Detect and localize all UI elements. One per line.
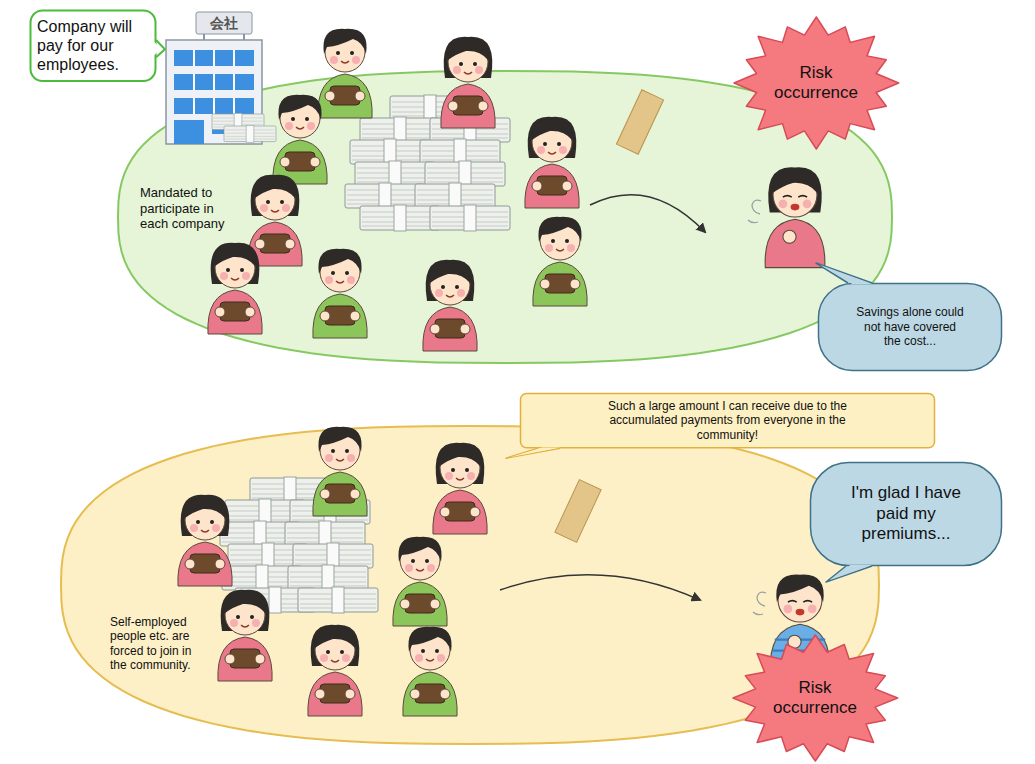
participants: [178, 427, 487, 716]
insured-person: [770, 575, 830, 673]
sign-text: 会社: [210, 15, 238, 32]
money-pile: [360, 117, 440, 143]
thought-bubble: I'm glad I have paid my premiums...: [810, 462, 1002, 566]
participants: [273, 95, 327, 184]
bubble-tail-fill: [830, 565, 873, 580]
office-building: [203, 34, 205, 40]
participants: [313, 427, 367, 516]
office-building: [196, 12, 252, 34]
risk-starburst-text: Risk occurrence: [765, 678, 865, 719]
office-building: [194, 50, 234, 114]
thought-bubble: Savings alone could not have covered the…: [818, 283, 1002, 371]
money-pile: [298, 587, 378, 613]
participants: [525, 117, 579, 208]
sigh-mark: [748, 200, 766, 615]
risk-starburst: Risk occurrence: [732, 634, 899, 762]
payout-arrow: [500, 195, 705, 600]
sigh-mark: [753, 592, 766, 615]
speech-box: Company will pay for our employees.: [30, 10, 156, 82]
participants: [218, 590, 272, 681]
office-building: [166, 12, 276, 144]
office-building: [224, 125, 276, 142]
bubble-body: [819, 284, 1002, 371]
participants: [178, 495, 232, 586]
bubble-tail-fill: [154, 41, 162, 55]
payout-envelope: [555, 90, 664, 543]
money-pile: [430, 205, 510, 231]
payout-envelope: [555, 480, 601, 543]
money-pile: [415, 183, 495, 209]
participants: [208, 29, 587, 351]
sigh-mark: [748, 200, 761, 223]
payout-arrow: [500, 575, 700, 600]
participants: [393, 537, 447, 626]
bubble-body: [811, 463, 1002, 566]
callout-box: Such a large amount I can receive due to…: [520, 393, 935, 448]
payout-envelope: [616, 90, 663, 155]
community-pool-region-text: Self-employed people etc. are forced to …: [110, 615, 210, 673]
participants: [441, 37, 495, 128]
participants: [423, 260, 477, 351]
payout-arrow: [590, 195, 705, 232]
office-building: [174, 120, 204, 144]
sign-text-box: 会社: [196, 12, 252, 34]
starburst-outline: [734, 17, 899, 149]
company-pool-region-text: Mandated to participate in each company: [140, 185, 240, 232]
participants: [533, 217, 587, 306]
insured-person: [765, 167, 830, 672]
participants: [308, 625, 362, 716]
bubble-tail: [816, 263, 872, 283]
thought-bubble-text: Savings alone could not have covered the…: [855, 305, 965, 348]
money-pile: [345, 183, 425, 209]
money-pile: [425, 161, 505, 187]
participants: [313, 249, 367, 338]
participants: [208, 243, 262, 334]
starburst-outline: [733, 635, 898, 761]
money-pile: [285, 521, 365, 547]
bubble-tail-fill: [820, 265, 873, 284]
thought-bubble-text: I'm glad I have paid my premiums...: [836, 483, 976, 544]
participants: [433, 443, 487, 534]
speech-box-text: Company will pay for our employees.: [37, 17, 149, 75]
bubble-body: [521, 394, 935, 448]
insured-person: [765, 167, 825, 267]
risk-starburst-text: Risk occurrence: [766, 63, 866, 104]
money-pile: [355, 161, 435, 187]
participants: [403, 627, 457, 716]
office-building: [243, 34, 245, 40]
money-pile: [288, 565, 368, 591]
money-pile: [360, 205, 440, 231]
callout-box-text: Such a large amount I can receive due to…: [603, 399, 853, 442]
risk-starburst: Risk occurrence: [733, 16, 900, 150]
bubble-body: [31, 11, 156, 82]
participants: [318, 29, 372, 118]
